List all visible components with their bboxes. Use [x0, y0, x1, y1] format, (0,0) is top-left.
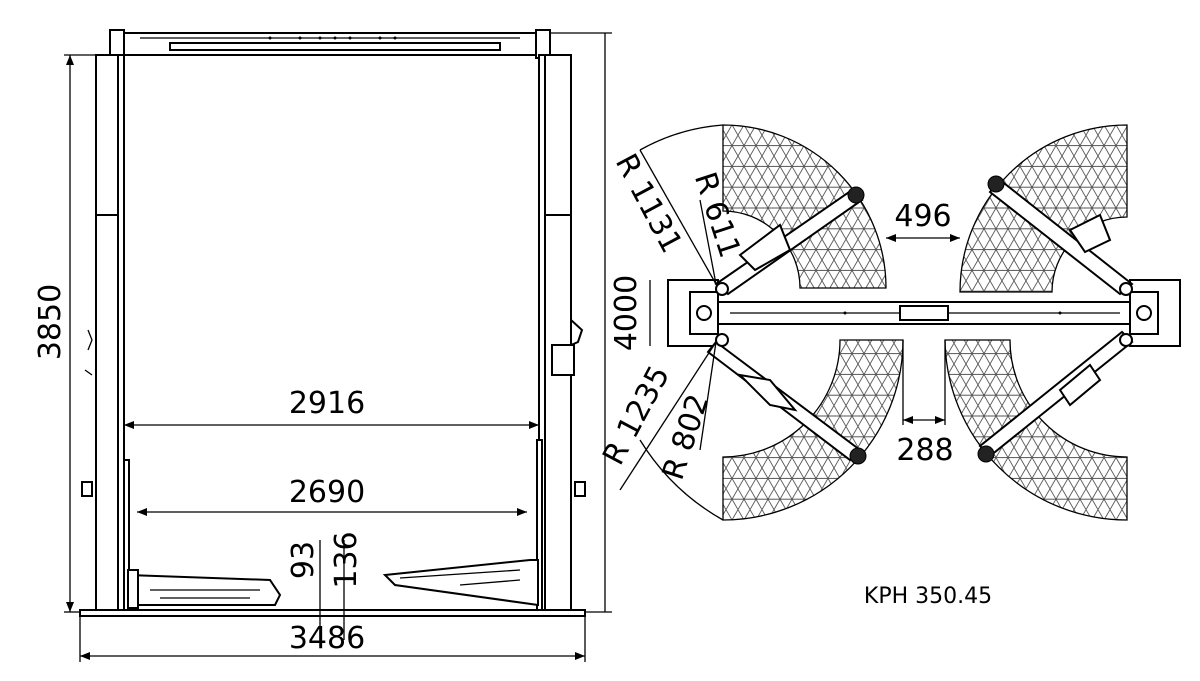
top-beam-plan [717, 301, 1131, 325]
dim-arm-height-label: 136 [329, 531, 364, 588]
swing-area-front-left [722, 124, 887, 289]
front-view: 3850 2916 2690 93 136 3486 [33, 29, 612, 662]
left-lift-arm [123, 459, 282, 611]
radius-arc-front [639, 124, 724, 151]
dim-overall-length-label: 4000 [609, 275, 644, 351]
radius-short-rear-label: R 802 [656, 390, 716, 484]
dim-overall-width-label: 3486 [289, 621, 365, 656]
radius-leader-rear-long [619, 341, 717, 491]
arm-front-left [714, 186, 865, 296]
top-view: 4000 496 288 R 1131 R 611 R 1235 R 802 [596, 124, 1181, 521]
dim-width-between-columns-label: 2916 [289, 386, 365, 421]
dim-min-pad-height-label: 93 [286, 541, 321, 579]
left-column-base [667, 279, 719, 347]
dim-overall-width [79, 616, 586, 662]
radius-leader-front-long [639, 149, 717, 285]
radius-leader-rear-short [699, 341, 717, 451]
dim-overall-height [64, 54, 96, 613]
dim-drive-through-label: 2690 [289, 475, 365, 510]
model-label: KPH 350.45 [864, 584, 992, 609]
right-column-base [1129, 279, 1181, 347]
right-lift-arm [382, 439, 543, 611]
dim-gap-rear-label: 288 [896, 433, 953, 468]
dim-overall-height-label: 3850 [33, 284, 68, 360]
arm-rear-right [977, 330, 1134, 463]
arm-front-right [987, 175, 1134, 296]
radius-leader-front-short [699, 199, 717, 285]
arm-rear-left [706, 333, 867, 465]
base-plate [79, 609, 586, 617]
right-column [538, 54, 586, 611]
dim-overall-column-height [550, 32, 612, 613]
left-column [81, 54, 125, 611]
dim-width-between-columns [124, 421, 539, 429]
dim-drive-through [137, 508, 527, 516]
dim-gap-front-label: 496 [894, 199, 951, 234]
dim-pad-heights [319, 540, 345, 640]
dim-gap-front [886, 234, 960, 242]
top-beam [109, 29, 551, 59]
dim-gap-rear [902, 340, 946, 425]
radius-long-front-label: R 1131 [608, 148, 689, 259]
